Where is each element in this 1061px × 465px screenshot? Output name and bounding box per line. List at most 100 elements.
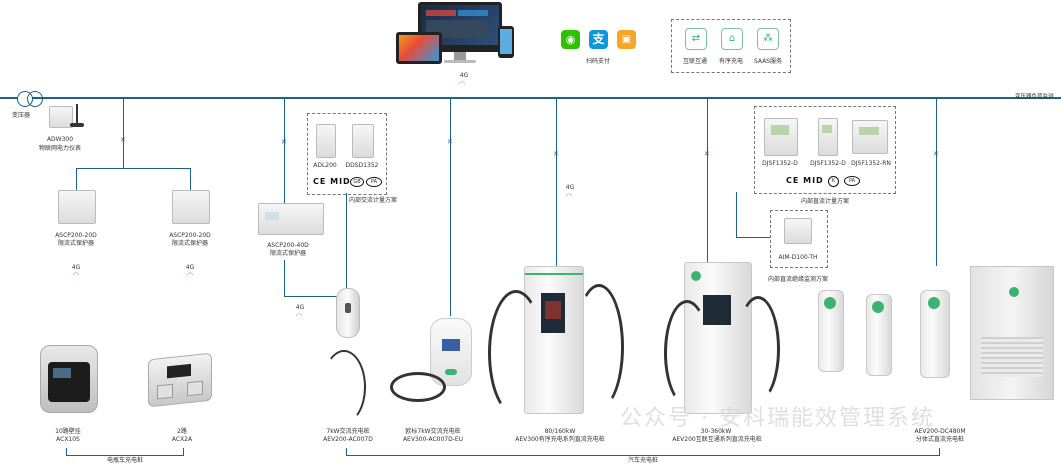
car-group-label: 汽车充电桩 <box>618 457 668 465</box>
djsf1352-d-meter <box>818 118 838 156</box>
ascp200-20d-protector <box>58 190 96 224</box>
car-charger-line1: 30-360kW <box>700 428 732 435</box>
ac-protector-desc: 限流式保护器 <box>269 250 306 257</box>
acx2a-charger <box>148 352 212 408</box>
load-monitor-label: 变压器负荷监测 <box>1015 94 1054 100</box>
branch-line <box>707 98 709 266</box>
top-network-label: 4G <box>459 72 469 79</box>
breaker-icon: ✕ <box>447 138 453 146</box>
car-charger-line2: AEV300-AC007D-EU <box>402 436 464 443</box>
branch-line <box>284 296 344 298</box>
car-charger-line2: AEV300有序充电系列直流充电桩 <box>515 436 605 443</box>
charging-cable <box>322 350 366 424</box>
charging-cable <box>390 372 446 402</box>
dc-meter-model: DJSF1352-D <box>762 160 798 167</box>
branch-line <box>284 98 286 206</box>
car-charger-line2: AEV200互联互通系列直流充电桩 <box>672 436 762 443</box>
charging-cable <box>488 290 544 416</box>
car-charger-line2: AEV200-AC007D <box>323 436 373 443</box>
breaker-icon: ✕ <box>281 138 287 146</box>
ac-metering-title: 内部交流计量方案 <box>349 197 398 204</box>
ebike-group-bracket <box>66 455 184 457</box>
breaker-icon: ✕ <box>120 136 126 144</box>
ebike-group-label: 电瓶车充电桩 <box>100 457 150 465</box>
ac-meter-model: DDSD1352 <box>345 162 379 169</box>
alipay-icon: 支 <box>589 30 608 49</box>
saas-icon: ⁂ <box>757 28 779 50</box>
branch-line <box>936 98 938 266</box>
payment-label: 扫码支付 <box>585 58 610 65</box>
charger-line2: ACX2A <box>171 436 193 443</box>
branch-line <box>450 98 452 316</box>
protector-model: ASCP200-20D <box>55 232 97 239</box>
phone-icon <box>498 26 514 58</box>
watermark: 公众号 · 安科瑞能效管理系统 <box>620 406 935 431</box>
djsf1352-d-meter <box>764 118 798 156</box>
services-box <box>671 19 791 73</box>
service-label: 互联互通 <box>682 58 707 65</box>
orderly-charging-icon: ⌂ <box>721 28 743 50</box>
branch-line <box>736 192 738 238</box>
ascp200-40d-protector <box>258 203 324 235</box>
dc-net-label: 4G <box>565 184 575 191</box>
insulation-model: AIM-D100-TH <box>778 254 818 261</box>
insulation-box <box>770 210 828 268</box>
pa-cert-icon: PA <box>844 176 860 186</box>
transformer-label: 变压器 <box>12 112 31 119</box>
car-charger-line1: AEV200-DC480M <box>914 428 966 435</box>
gb-cert-icon: GB <box>350 177 364 187</box>
wifi-icon: ◠ <box>73 271 80 279</box>
wifi-icon: ◠ <box>459 80 466 88</box>
car-charger-line2: 分体式直流充电桩 <box>915 436 964 443</box>
protector-net: 4G <box>185 264 195 271</box>
ac-cert-marks: CE MID <box>313 177 351 186</box>
breaker-icon: ✕ <box>704 150 710 158</box>
charging-cable <box>736 296 780 402</box>
car-group-bracket <box>346 455 940 457</box>
dc-cert-marks: CE MID <box>786 176 824 185</box>
main-bus-line <box>0 97 1061 99</box>
meter-model: ADW300 <box>46 136 74 143</box>
djsf1352-rn-meter <box>852 120 888 154</box>
car-charger-line1: 欧标7kW交流充电桩 <box>405 428 461 435</box>
car-charger-line1: 80/160kW <box>544 428 576 435</box>
dc-meter-model: DJSF1352-D <box>810 160 846 167</box>
interconnect-icon: ⇄ <box>685 28 707 50</box>
charger-line1: 2路 <box>177 428 187 435</box>
platform-devices <box>396 0 520 70</box>
ac-protector-model: ASCP200-40D <box>267 242 309 249</box>
charger-line2: ACX10S <box>56 436 80 443</box>
pa-cert-icon: PA <box>366 177 382 187</box>
aev300-ac007d-eu-charger <box>430 318 472 386</box>
protector-desc: 限流式保护器 <box>171 240 208 247</box>
aev200-ac007d-charger <box>336 288 360 338</box>
protector-model: ASCP200-20D <box>169 232 211 239</box>
split-dc-terminal <box>866 294 892 376</box>
service-label: 有序充电 <box>718 58 743 65</box>
charging-cable <box>574 284 624 410</box>
protector-desc: 限流式保护器 <box>57 240 94 247</box>
ul-cert-icon: K <box>828 176 839 187</box>
branch-line <box>346 193 348 295</box>
adl200-meter <box>316 124 336 158</box>
wifi-icon: ◠ <box>296 312 303 320</box>
charger-line1: 10路壁挂 <box>55 428 81 435</box>
breaker-icon: ✕ <box>553 150 559 158</box>
charging-cable <box>664 300 710 406</box>
dc-metering-box <box>754 106 896 194</box>
branch-line <box>556 98 558 266</box>
branch-line <box>736 237 770 239</box>
ac-meter-model: ADL200 <box>313 162 337 169</box>
car-charger-line1: 7kW交流充电桩 <box>326 428 370 435</box>
service-label: SAAS服务 <box>753 58 783 65</box>
dc-meter-model: DJSF1352-RN <box>851 160 891 167</box>
meter-desc: 物联网电力仪表 <box>38 145 81 152</box>
wechat-pay-icon: ◉ <box>561 30 580 49</box>
dc-metering-title: 内部直流计量方案 <box>800 198 849 205</box>
ddsd1352-meter <box>352 124 374 158</box>
adw300-meter <box>49 106 73 128</box>
insulation-title: 内部直流绝缘监测方案 <box>768 276 829 283</box>
power-cabinet <box>970 266 1054 400</box>
protector-net: 4G <box>71 264 81 271</box>
ascp200-20d-protector <box>172 190 210 224</box>
